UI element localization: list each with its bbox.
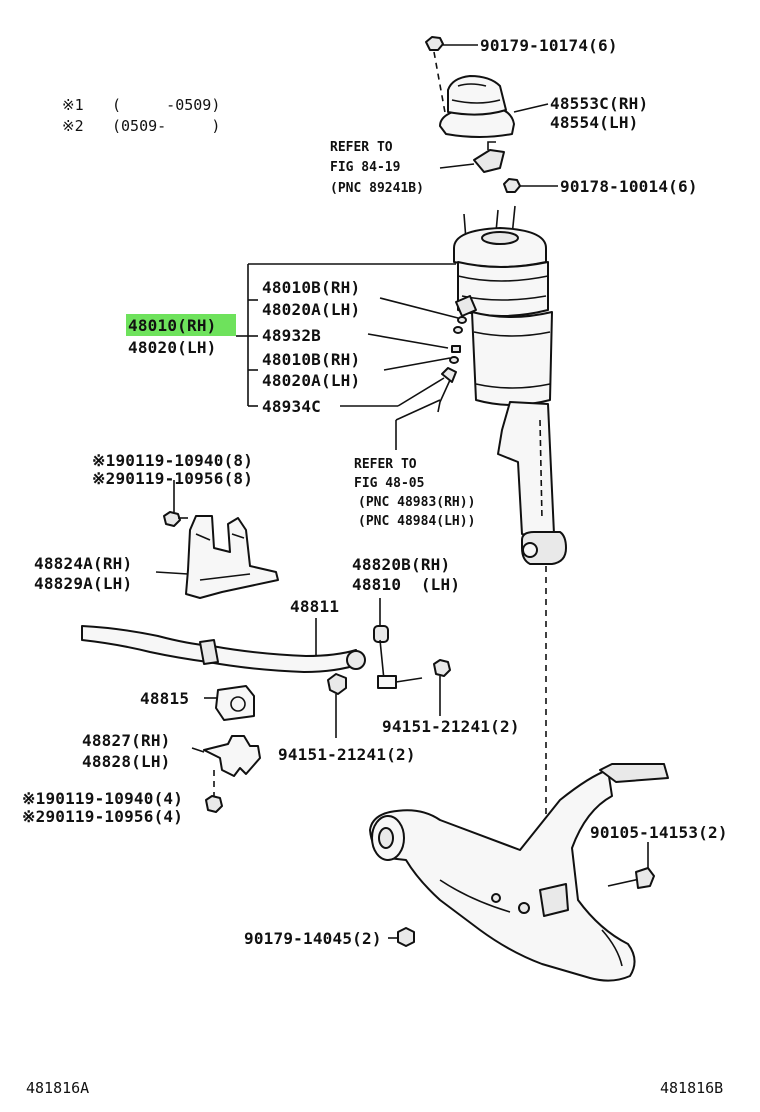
part-number-label[interactable]: 48810 (LH)	[352, 575, 460, 594]
part-number-label[interactable]: 48020A(LH)	[262, 300, 360, 319]
note-1-range: ( -0509)	[112, 96, 220, 114]
note-2-mark: ※2	[62, 117, 84, 135]
part-number-label[interactable]: ※290119-10956(8)	[92, 469, 253, 488]
reference-note: REFER TO	[354, 457, 417, 472]
arm-bolt-icon[interactable]	[607, 867, 655, 889]
air-suspension-strut-icon[interactable]	[453, 205, 567, 565]
part-number-label[interactable]: ※190119-10940(4)	[22, 789, 183, 808]
leader-line	[379, 297, 459, 319]
part-number-label[interactable]: 48824A(RH)	[34, 554, 132, 573]
part-number-label[interactable]: 48811	[290, 597, 339, 616]
leader-line	[367, 333, 449, 349]
part-number-label[interactable]: 48820B(RH)	[352, 555, 450, 574]
part-number-label[interactable]: 48934C	[262, 397, 321, 416]
part-number-label[interactable]: 48020A(LH)	[262, 371, 360, 390]
illustration-code-left: 481816A	[26, 1079, 89, 1097]
part-number-label[interactable]: 90179-14045(2)	[244, 929, 382, 948]
mount-nut-icon[interactable]	[503, 178, 521, 193]
reference-note: (PNC 48983(RH))	[358, 495, 475, 510]
reference-note: FIG 48-05	[354, 476, 424, 491]
top-nut-icon[interactable]	[425, 36, 444, 51]
part-number-label[interactable]: ※190119-10940(8)	[92, 451, 253, 470]
part-number-label[interactable]: 48827(RH)	[82, 731, 171, 750]
part-number-label[interactable]: 48553C(RH)	[550, 94, 648, 113]
part-number-label[interactable]: 90178-10014(6)	[560, 177, 698, 196]
reference-note: FIG 84-19	[330, 160, 400, 175]
link-nut-lower-icon[interactable]	[327, 673, 347, 695]
part-number-label[interactable]: 94151-21241(2)	[278, 745, 416, 764]
group-bracket	[236, 263, 456, 407]
part-number-label[interactable]: ※290119-10956(4)	[22, 807, 183, 826]
height-sensor-icon[interactable]	[437, 367, 457, 413]
highlighted-part-number[interactable]: 48010(RH)	[128, 316, 217, 335]
stabilizer-bar-icon[interactable]	[81, 625, 361, 673]
part-number-label[interactable]: 48554(LH)	[550, 113, 639, 132]
reference-note: (PNC 48984(LH))	[358, 514, 475, 529]
link-nut-icon[interactable]	[346, 650, 366, 670]
part-number-label[interactable]: 90179-10174(6)	[480, 36, 618, 55]
part-number-label[interactable]: 48828(LH)	[82, 752, 171, 771]
part-number-label[interactable]: 48010B(RH)	[262, 278, 360, 297]
illustration-code-right: 481816B	[660, 1079, 723, 1097]
center-line	[433, 51, 447, 119]
clamp-bolt-icon[interactable]	[205, 795, 223, 813]
lower-control-arm-icon[interactable]	[369, 763, 669, 982]
bushing-icon[interactable]	[215, 685, 255, 721]
reference-note: (PNC 89241B)	[330, 181, 424, 196]
leader-line	[155, 571, 189, 575]
reference-note: REFER TO	[330, 140, 393, 155]
part-number-label[interactable]: 48829A(LH)	[34, 574, 132, 593]
stabilizer-bracket-icon[interactable]	[185, 515, 279, 599]
part-number-label[interactable]: 48020(LH)	[128, 338, 217, 357]
part-number-label[interactable]: 94151-21241(2)	[382, 717, 520, 736]
o-ring-icon[interactable]	[449, 316, 467, 364]
leader-line	[383, 357, 451, 371]
upper-mount-icon[interactable]	[439, 75, 515, 138]
link-nut-right-icon[interactable]	[433, 659, 451, 677]
note-1-mark: ※1	[62, 96, 84, 114]
leader-line	[191, 747, 205, 753]
bolt-icon[interactable]	[163, 511, 188, 527]
leader-line	[397, 377, 445, 407]
sensor-bracket-icon[interactable]	[473, 141, 505, 173]
leader-line	[439, 163, 475, 169]
highlight-box	[126, 314, 236, 336]
applicability-notes: ※1 ( -0509) ※2 (0509- )	[62, 96, 220, 135]
leader-line	[395, 399, 441, 421]
arm-nut-icon[interactable]	[397, 927, 415, 947]
part-number-label[interactable]: 48815	[140, 689, 189, 708]
part-number-label[interactable]: 48010B(RH)	[262, 350, 360, 369]
stabilizer-link-icon[interactable]	[373, 625, 423, 689]
note-2-range: (0509- )	[112, 117, 220, 135]
part-number-label[interactable]: 48932B	[262, 326, 321, 345]
clamp-bracket-icon[interactable]	[203, 735, 261, 777]
leader-line	[513, 103, 549, 113]
part-number-label[interactable]: 90105-14153(2)	[590, 823, 728, 842]
